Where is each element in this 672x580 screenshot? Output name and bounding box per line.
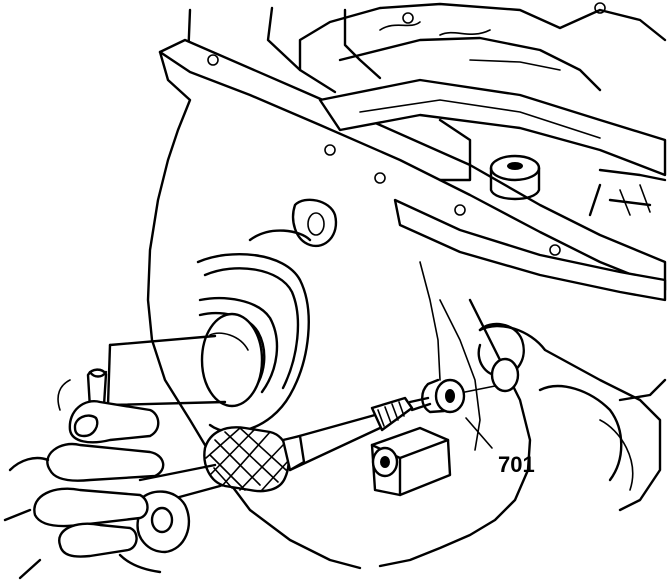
seal-701: [421, 378, 466, 414]
seal-installer-tool: [136, 378, 496, 554]
output-shaft: [106, 253, 310, 433]
transmission-case: [146, 6, 667, 570]
callout-label-701: 701: [498, 452, 535, 477]
case-bosses: [248, 198, 525, 393]
oil-pan-gasket: [158, 2, 667, 302]
callout-701: 701: [465, 417, 535, 477]
hand: [3, 368, 165, 580]
